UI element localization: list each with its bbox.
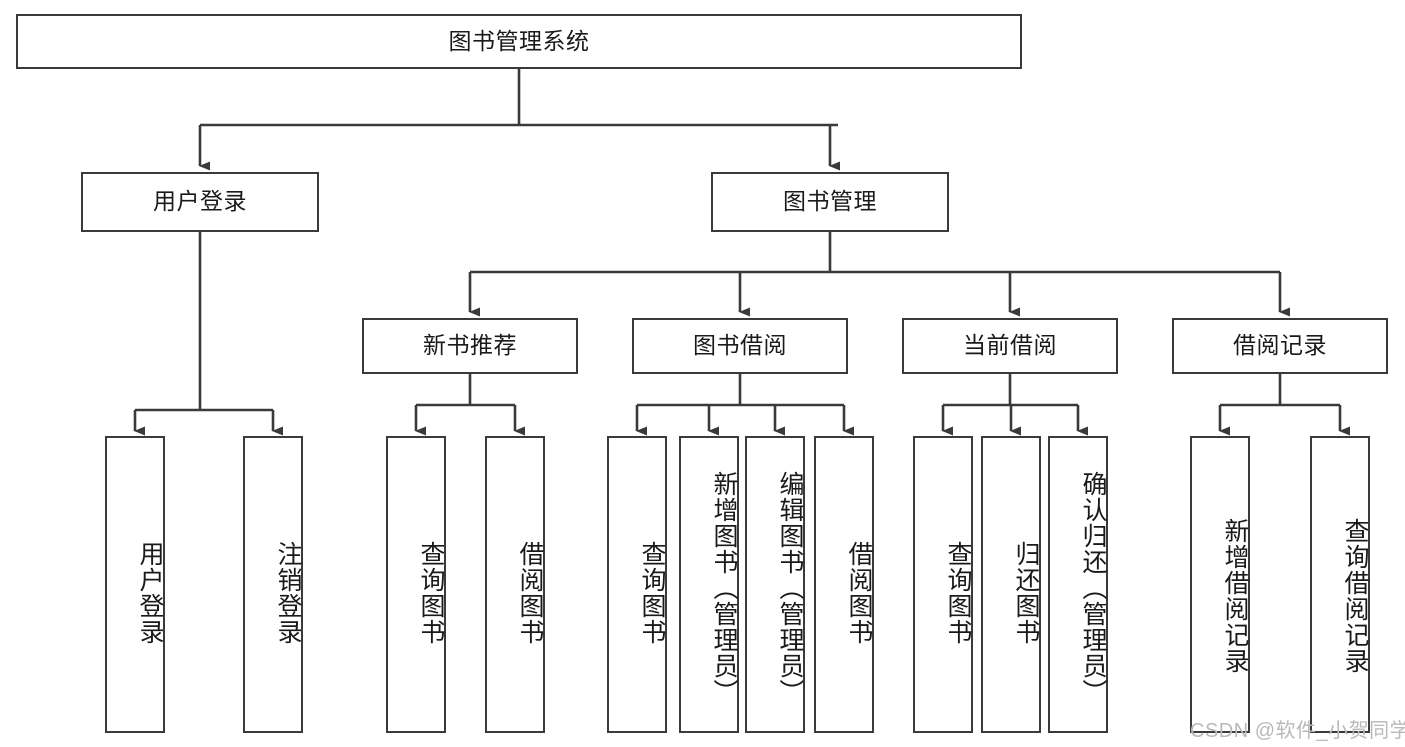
- node-leaf-confirm-return-label: 确认归还（管理员）: [1079, 470, 1107, 705]
- node-leaf-user-login-label: 用户登录: [136, 540, 164, 645]
- node-leaf-confirm-return[interactable]: 确认归还（管理员）: [1048, 436, 1108, 733]
- node-leaf-edit-book[interactable]: 编辑图书（管理员）: [745, 436, 805, 733]
- node-leaf-user-login[interactable]: 用户登录: [105, 436, 165, 733]
- node-book-manage[interactable]: 图书管理: [711, 172, 949, 232]
- node-book-manage-label: 图书管理: [783, 188, 877, 215]
- node-leaf-add-record[interactable]: 新增借阅记录: [1190, 436, 1250, 733]
- node-leaf-borrow-book-1-label: 借阅图书: [516, 540, 544, 645]
- node-new-book-recommend-label: 新书推荐: [423, 332, 517, 359]
- node-new-book-recommend[interactable]: 新书推荐: [362, 318, 578, 374]
- node-borrow-record[interactable]: 借阅记录: [1172, 318, 1388, 374]
- node-leaf-borrow-book-2-label: 借阅图书: [845, 540, 873, 645]
- node-leaf-add-record-label: 新增借阅记录: [1221, 517, 1249, 674]
- node-leaf-borrow-book-2[interactable]: 借阅图书: [814, 436, 874, 733]
- node-user-login[interactable]: 用户登录: [81, 172, 319, 232]
- node-leaf-return-book[interactable]: 归还图书: [981, 436, 1041, 733]
- node-leaf-query-book-2[interactable]: 查询图书: [607, 436, 667, 733]
- node-leaf-query-record-label: 查询借阅记录: [1341, 517, 1369, 674]
- node-leaf-return-book-label: 归还图书: [1012, 540, 1040, 645]
- node-root[interactable]: 图书管理系统: [16, 14, 1022, 69]
- node-leaf-query-book-3-label: 查询图书: [944, 540, 972, 645]
- node-leaf-query-record[interactable]: 查询借阅记录: [1310, 436, 1370, 733]
- node-book-borrow[interactable]: 图书借阅: [632, 318, 848, 374]
- node-current-borrow[interactable]: 当前借阅: [902, 318, 1118, 374]
- node-borrow-record-label: 借阅记录: [1233, 332, 1327, 359]
- node-leaf-user-logout-label: 注销登录: [274, 540, 302, 645]
- node-leaf-borrow-book-1[interactable]: 借阅图书: [485, 436, 545, 733]
- node-leaf-query-book-1[interactable]: 查询图书: [386, 436, 446, 733]
- node-leaf-add-book-label: 新增图书（管理员）: [710, 470, 738, 705]
- node-book-borrow-label: 图书借阅: [693, 332, 787, 359]
- csdn-watermark: CSDN @软件_小贺同学: [1190, 720, 1405, 742]
- node-user-login-label: 用户登录: [153, 188, 247, 215]
- node-leaf-query-book-3[interactable]: 查询图书: [913, 436, 973, 733]
- node-leaf-query-book-2-label: 查询图书: [638, 540, 666, 645]
- node-leaf-add-book[interactable]: 新增图书（管理员）: [679, 436, 739, 733]
- node-current-borrow-label: 当前借阅: [963, 332, 1057, 359]
- node-leaf-query-book-1-label: 查询图书: [417, 540, 445, 645]
- node-leaf-user-logout[interactable]: 注销登录: [243, 436, 303, 733]
- node-root-label: 图书管理系统: [448, 27, 590, 54]
- node-leaf-edit-book-label: 编辑图书（管理员）: [776, 470, 804, 705]
